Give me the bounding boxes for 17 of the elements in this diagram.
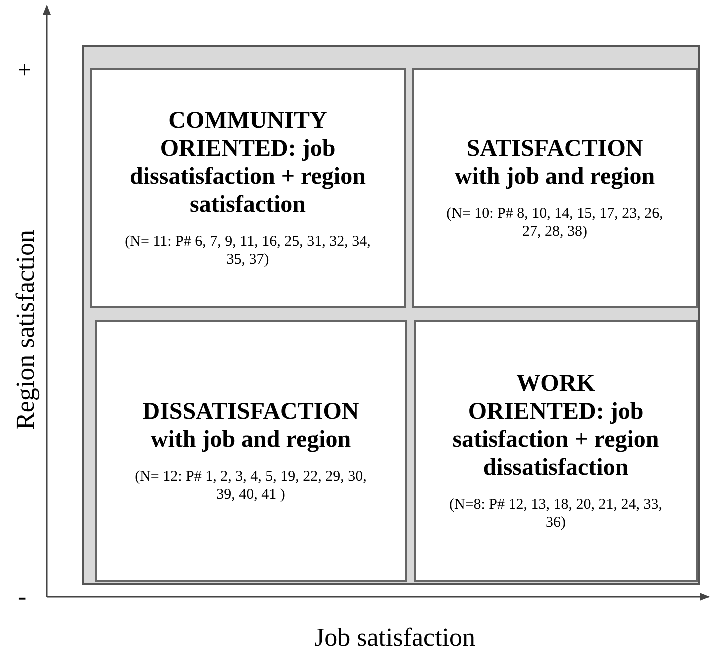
quadrant-title: SATISFACTION with job and region [454, 135, 656, 191]
participant-list: (N=8: P# 12, 13, 18, 20, 21, 24, 33, 36) [446, 496, 666, 532]
axis-title: Job satisfaction [314, 623, 476, 653]
quadrant-title: WORK ORIENTED: job satisfaction + region dissatisfaction [452, 370, 660, 482]
participant-list: (N= 12: P# 1, 2, 3, 4, 5, 19, 22, 29, 30, 39, 40, 41 ) [127, 468, 375, 504]
quadrant-box [90, 68, 406, 308]
quadrant-title: COMMUNITY ORIENTED: job dissatisfaction + region satisfaction [129, 107, 367, 219]
quadrant-box [414, 320, 698, 582]
participant-list: (N= 10: P# 8, 10, 14, 15, 17, 23, 26, 27, 28, 38) [444, 205, 666, 241]
quadrant-box [95, 320, 407, 582]
quadrant-title: DISSATISFACTION with job and region [142, 398, 360, 454]
axis-title: Region satisfaction [11, 230, 41, 430]
participant-list: (N= 11: P# 6, 7, 9, 11, 16, 25, 31, 32, 34, 35, 37) [122, 233, 374, 269]
background-panel [82, 45, 700, 585]
axis-high-mark: + [18, 58, 32, 85]
quadrant-box [412, 68, 698, 308]
axis-low-mark: - [18, 582, 27, 612]
